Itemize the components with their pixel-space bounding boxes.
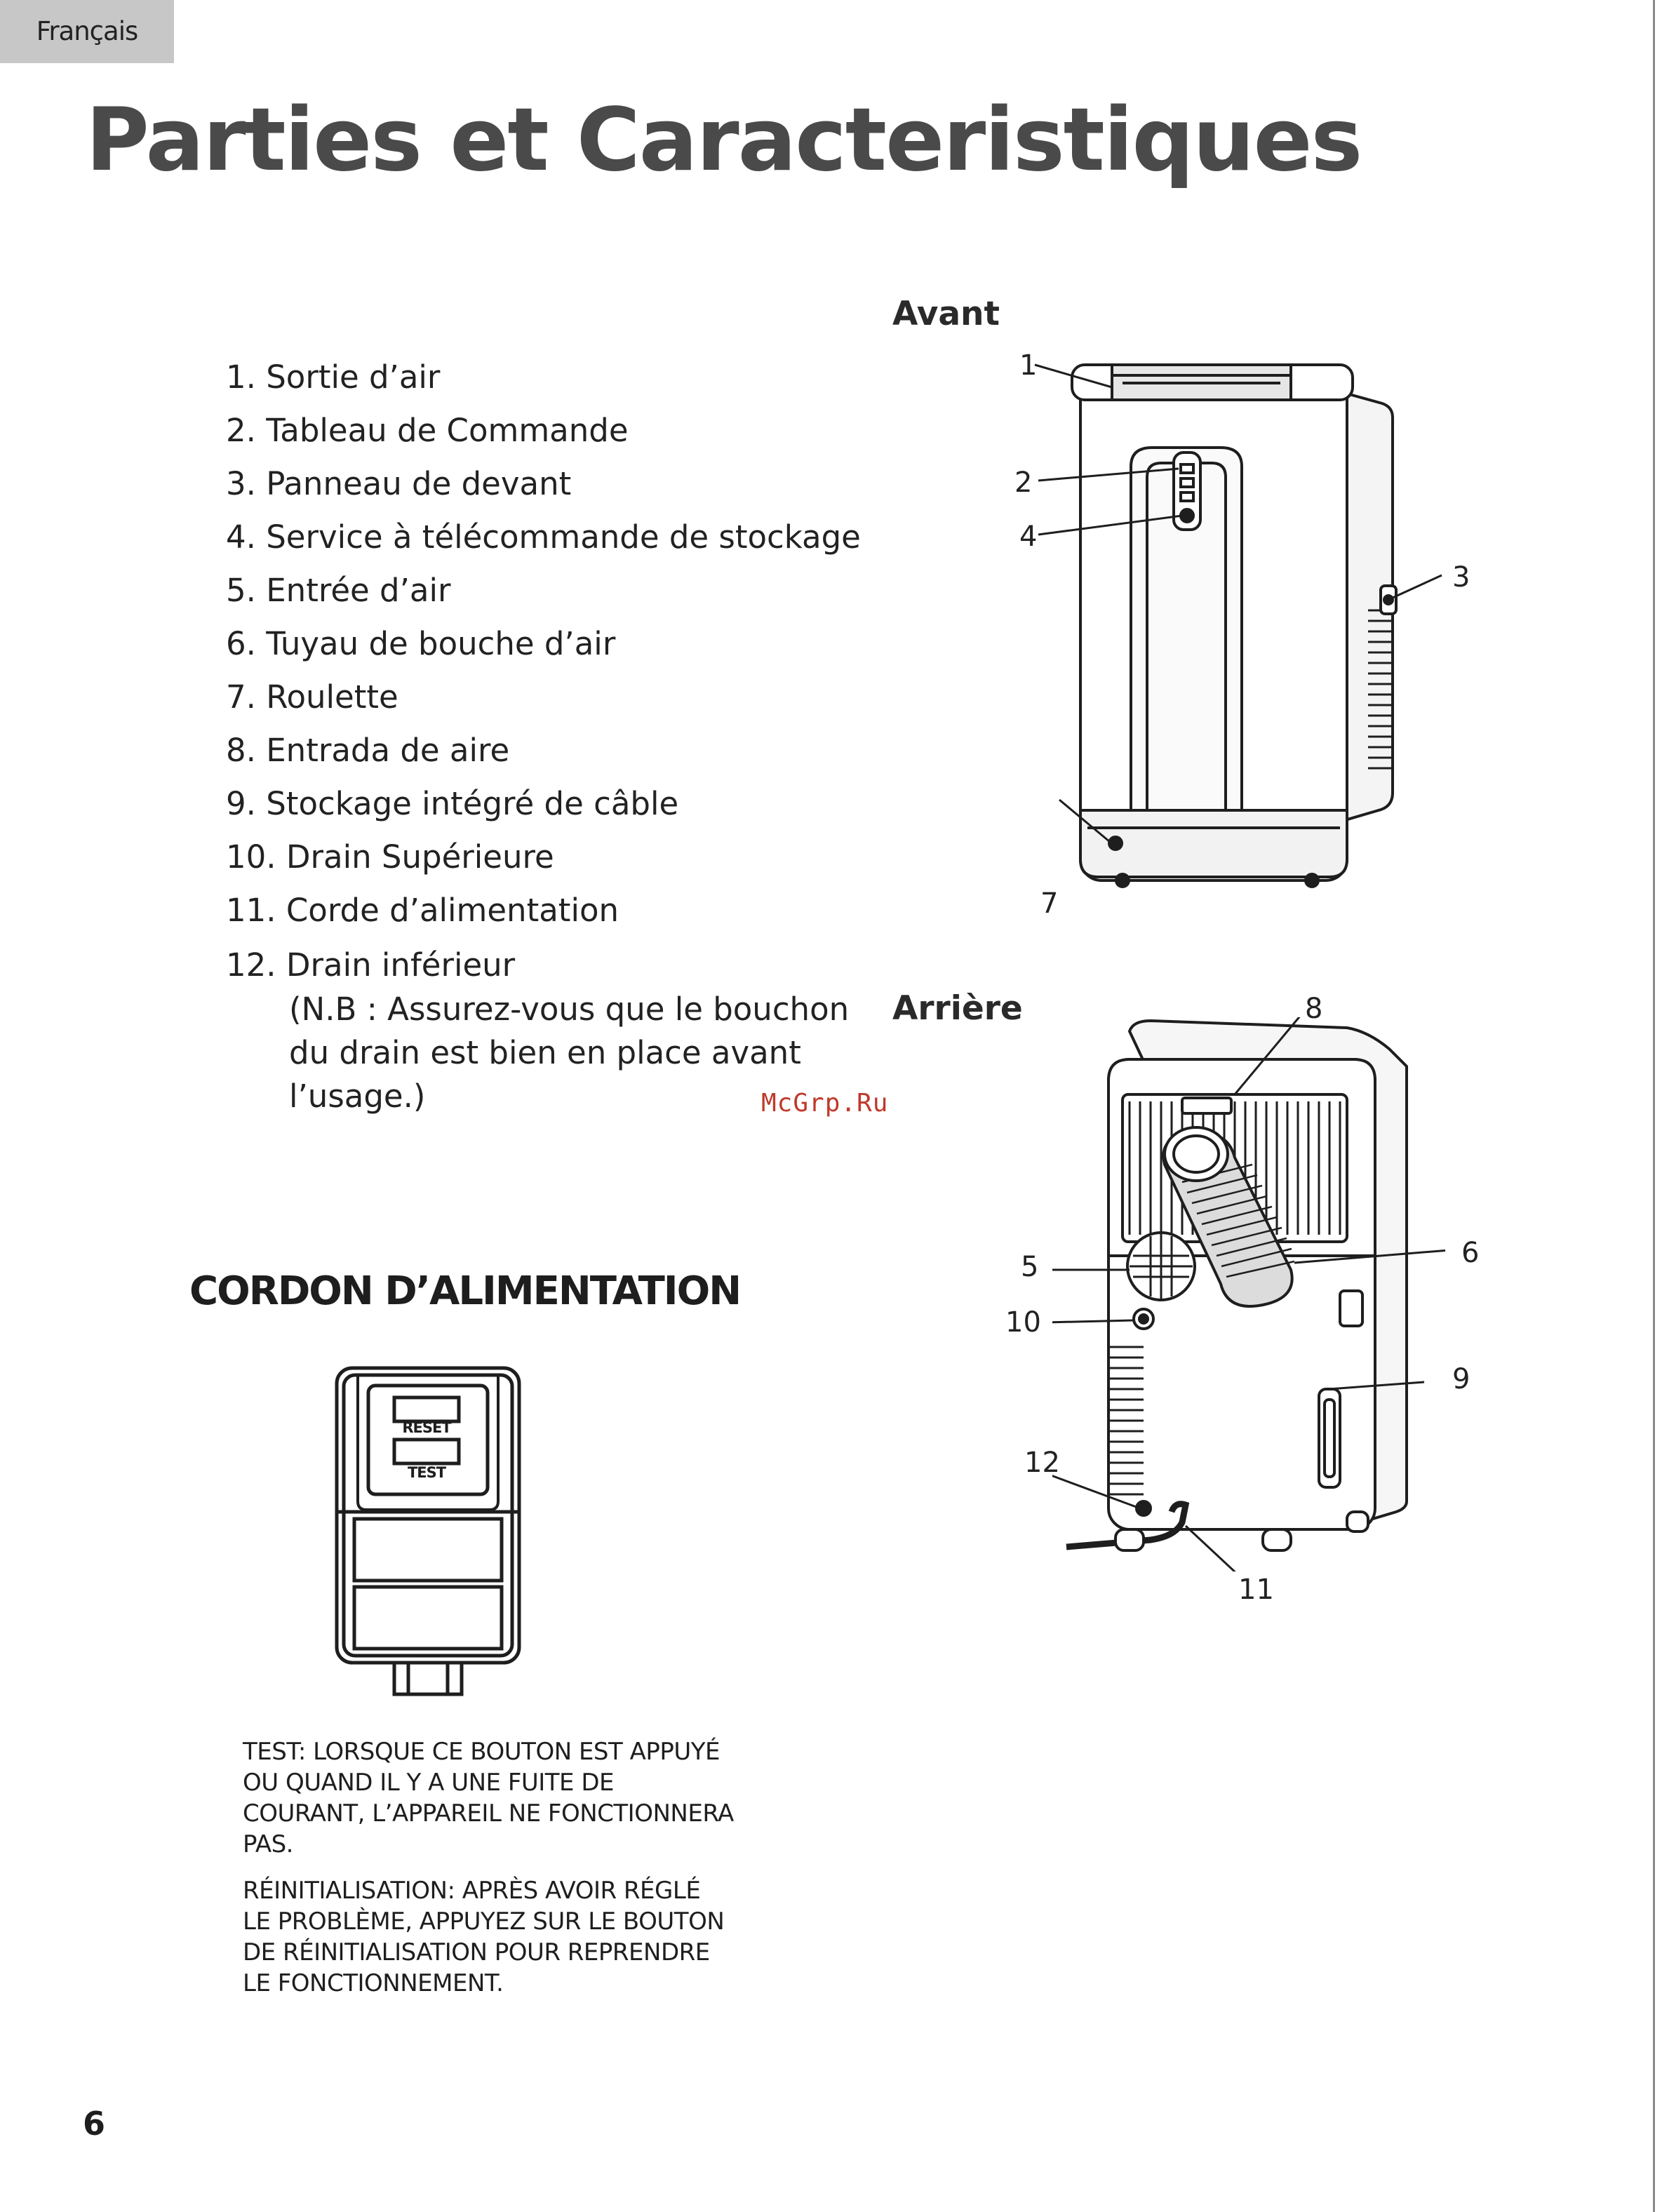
rear-unit-illustration xyxy=(1052,1017,1445,1571)
watermark: McGrp.Ru xyxy=(761,1089,889,1118)
rear-callout-9: 9 xyxy=(1452,1363,1470,1395)
test-paragraph: TEST: LORSQUE CE BOUTON EST APPUYÉ OU QU… xyxy=(243,1738,734,1858)
front-view-label: Avant xyxy=(892,295,1000,333)
plug-test-label: TEST xyxy=(407,1464,446,1481)
front-callout-7: 7 xyxy=(1040,887,1059,920)
list-item: 1. Sortie d’air xyxy=(226,358,441,396)
list-item: 12. Drain inférieur xyxy=(226,946,516,984)
list-item-note: (N.B : Assurez-vous que le bouchon xyxy=(289,991,850,1028)
page-number: 6 xyxy=(83,2105,106,2143)
plug-reset-label: RESET xyxy=(402,1419,451,1436)
list-item-note: l’usage.) xyxy=(289,1078,426,1115)
parts-list: 1. Sortie d’air 2. Tableau de Commande 3… xyxy=(226,351,861,1118)
page-title: Parties et Caracteristiques xyxy=(86,90,1362,191)
front-callout-3: 3 xyxy=(1452,561,1470,594)
list-item: 5. Entrée d’air xyxy=(226,572,451,609)
plug-illustration xyxy=(335,1366,521,1696)
rear-callout-10: 10 xyxy=(1005,1306,1041,1339)
section-heading: CORDON D’ALIMENTATION xyxy=(189,1268,742,1314)
list-item: 11. Corde d’alimentation xyxy=(226,892,619,929)
rear-callout-12: 12 xyxy=(1024,1447,1060,1479)
front-unit-illustration xyxy=(1034,363,1442,888)
list-item: 8. Entrada de aire xyxy=(226,732,510,769)
language-tab: Français xyxy=(0,0,174,63)
rear-callout-11: 11 xyxy=(1238,1574,1274,1606)
list-item: 9. Stockage intégré de câble xyxy=(226,785,679,822)
page-edge xyxy=(1653,0,1655,2212)
reset-paragraph: RÉINITIALISATION: APRÈS AVOIR RÉGLÉ LE P… xyxy=(243,1877,725,1997)
list-item: 2. Tableau de Commande xyxy=(226,412,629,449)
rear-view-label: Arrière xyxy=(892,989,1023,1028)
front-callout-1: 1 xyxy=(1019,349,1038,382)
list-item: 3. Panneau de devant xyxy=(226,465,572,502)
front-callout-2: 2 xyxy=(1014,467,1033,499)
rear-callout-5: 5 xyxy=(1021,1251,1039,1283)
list-item: 7. Roulette xyxy=(226,678,398,716)
rear-callout-8: 8 xyxy=(1305,993,1323,1025)
front-callout-4: 4 xyxy=(1019,521,1038,553)
list-item: 4. Service à télécommande de stockage xyxy=(226,518,861,556)
list-item: 6. Tuyau de bouche d’air xyxy=(226,625,616,662)
rear-callout-6: 6 xyxy=(1461,1237,1480,1269)
list-item: 10. Drain Supérieure xyxy=(226,838,554,876)
list-item-note: du drain est bien en place avant xyxy=(289,1034,801,1071)
